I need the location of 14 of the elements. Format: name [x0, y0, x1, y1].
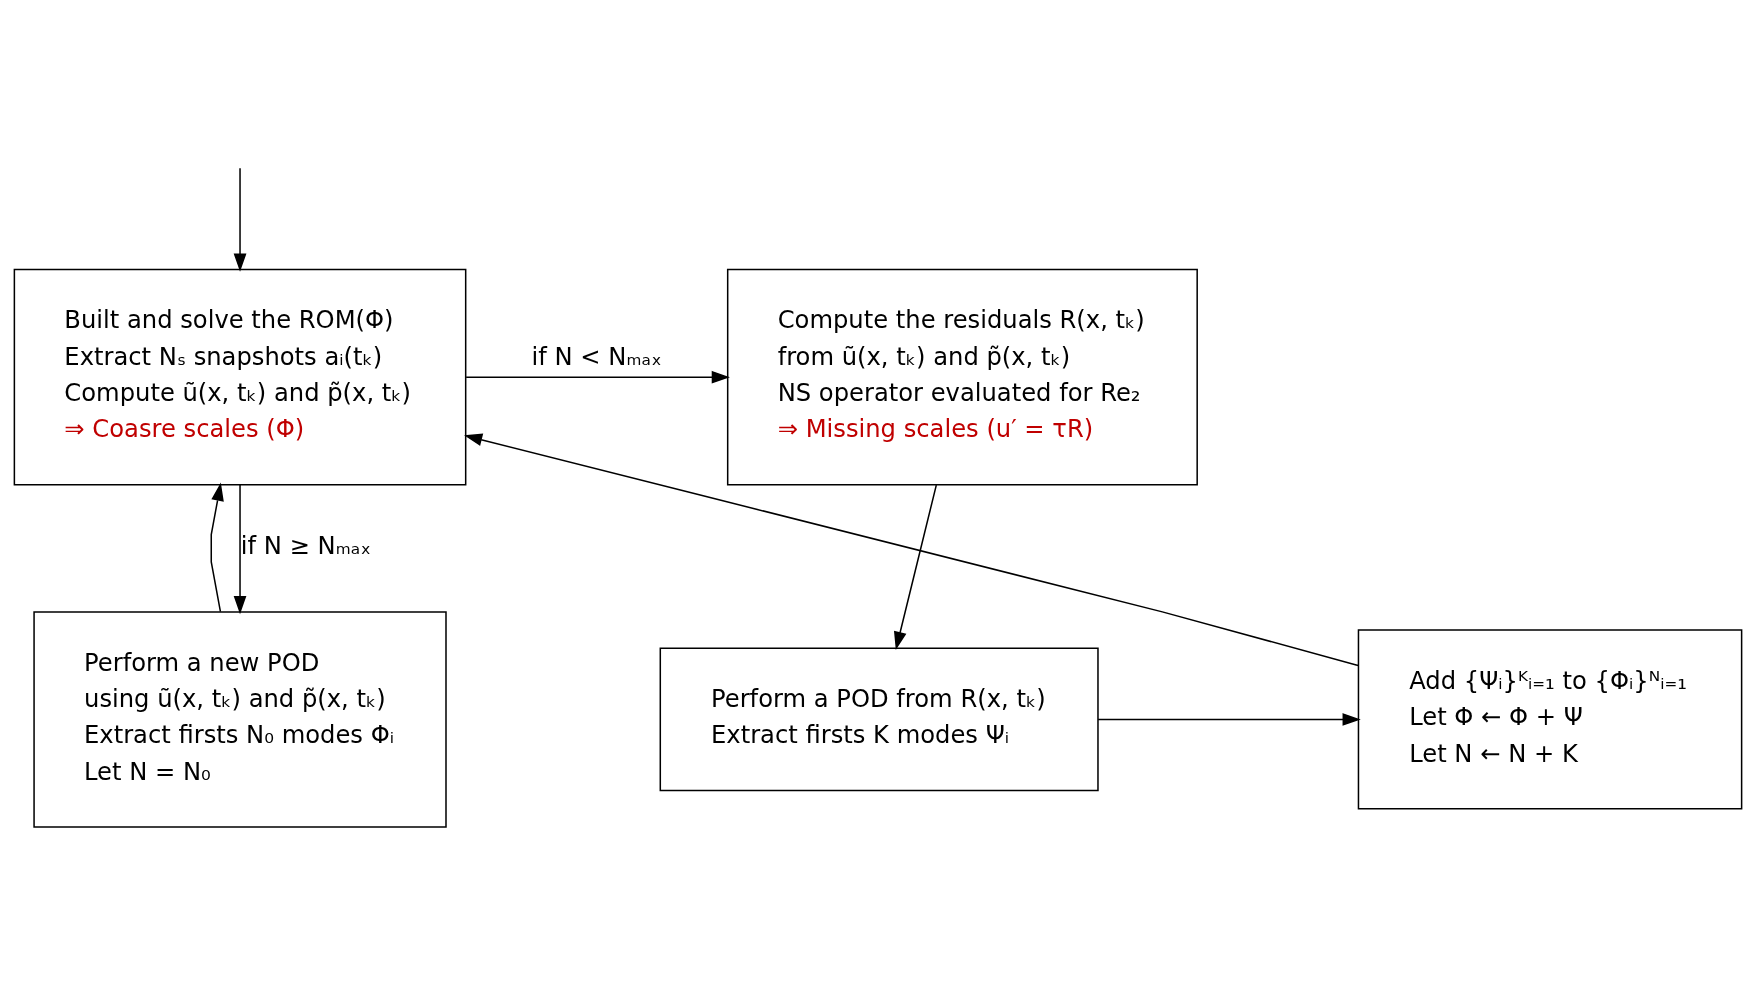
- arrow: [233, 167, 247, 272]
- arrow: [465, 370, 730, 383]
- arrow: [233, 483, 247, 614]
- arrow: [464, 433, 1360, 666]
- node-box: Compute the residuals R(x, tₖ) from ũ(x, tₖ) and p̃(x, tₖ) NS operator evaluated for Re₂ ⇒ Missing scales (u′ = τR): [726, 268, 1198, 485]
- node-box: Built and solve the ROM(Φ) Extract Nₛ snapshots aᵢ(tₖ) Compute ũ(x, tₖ) and p̃(x, tₖ) ⇒ Coasre scales (Φ): [13, 268, 467, 485]
- node-box: Perform a POD from R(x, tₖ) Extract firsts K modes Ψᵢ: [659, 646, 1099, 791]
- arrow: [1097, 712, 1361, 726]
- arrow: [210, 482, 224, 612]
- node-box: Perform a new POD using ũ(x, tₖ) and p̃(x, tₖ) Extract firsts N₀ modes Φᵢ Let N = N₀: [33, 610, 447, 828]
- edge-label: if N ≥ Nₘₐₓ: [240, 531, 372, 560]
- arrow: [893, 483, 938, 650]
- node-box: Add {Ψᵢ}ᴷᵢ₌₁ to {Φᵢ}ᴺᵢ₌₁ Let Φ ← Φ + Ψ Let N ← N + K: [1357, 628, 1743, 810]
- edge-label: if N < Nₘₐₓ: [531, 342, 662, 371]
